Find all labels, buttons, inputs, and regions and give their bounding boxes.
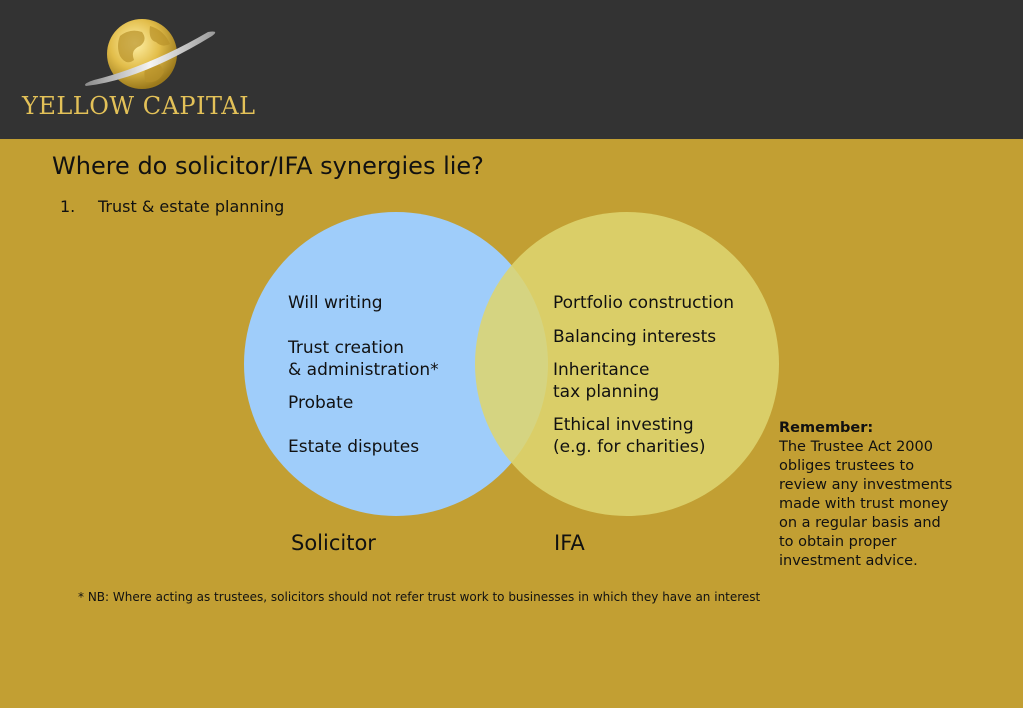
footnote: * NB: Where acting as trustees, solicito… bbox=[78, 590, 761, 604]
globe-icon bbox=[85, 19, 216, 89]
brand-name: YELLOW CAPITAL bbox=[22, 92, 256, 120]
ifa-item-balancing: Balancing interests bbox=[553, 327, 717, 347]
ifa-item-inheritance: Inheritance bbox=[553, 360, 650, 380]
list-number: 1. bbox=[60, 197, 76, 216]
remember-line: to obtain proper bbox=[779, 534, 897, 550]
solicitor-item-probate: Probate bbox=[288, 393, 354, 413]
remember-line: investment advice. bbox=[779, 553, 918, 569]
remember-heading: Remember: bbox=[779, 420, 874, 436]
list-item-label: Trust & estate planning bbox=[98, 197, 285, 216]
solicitor-item-administration: & administration* bbox=[288, 360, 439, 380]
ifa-item-ethical: Ethical investing bbox=[553, 415, 694, 435]
header-bar: YELLOW CAPITAL bbox=[0, 0, 1023, 139]
solicitor-item-estate-disputes: Estate disputes bbox=[288, 437, 420, 457]
slide-title: Where do solicitor/IFA synergies lie? bbox=[52, 152, 484, 180]
remember-line: made with trust money bbox=[779, 496, 949, 512]
ifa-circle bbox=[475, 212, 779, 516]
remember-line: The Trustee Act 2000 bbox=[779, 439, 933, 455]
remember-line: review any investments bbox=[779, 477, 953, 493]
solicitor-item-will-writing: Will writing bbox=[288, 293, 383, 313]
solicitor-item-trust-creation: Trust creation bbox=[288, 338, 404, 358]
ifa-item-portfolio: Portfolio construction bbox=[553, 293, 735, 313]
list-item-trust-estate: 1. Trust & estate planning bbox=[60, 197, 284, 216]
solicitor-label: Solicitor bbox=[291, 531, 376, 555]
ifa-item-charities: (e.g. for charities) bbox=[553, 437, 706, 457]
remember-line: obliges trustees to bbox=[779, 458, 915, 474]
ifa-item-tax-planning: tax planning bbox=[553, 382, 660, 402]
remember-note: Remember: The Trustee Act 2000 obliges t… bbox=[779, 419, 979, 571]
ifa-label: IFA bbox=[554, 531, 585, 555]
solicitor-circle bbox=[244, 212, 548, 516]
remember-line: on a regular basis and bbox=[779, 515, 941, 531]
